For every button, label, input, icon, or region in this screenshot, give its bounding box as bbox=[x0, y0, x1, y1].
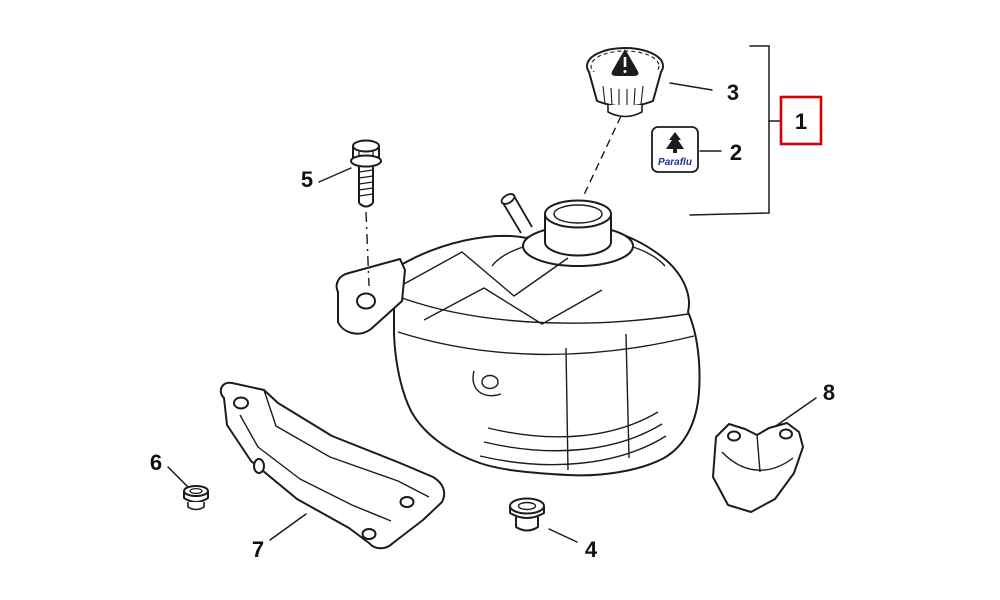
grommet-body bbox=[515, 517, 539, 532]
plug-part bbox=[183, 485, 209, 511]
callout-2[interactable]: 2 bbox=[730, 140, 742, 165]
leader-lines bbox=[167, 45, 817, 543]
fir-tree-icon bbox=[666, 132, 684, 153]
callout-6[interactable]: 6 bbox=[150, 450, 162, 475]
decal-text: Paraflu bbox=[658, 157, 692, 168]
bolt-flange bbox=[350, 154, 382, 168]
callout-1-assembly[interactable]: 1 bbox=[779, 95, 823, 146]
bracket-hole bbox=[727, 430, 741, 442]
vent-pipe-tip bbox=[500, 193, 516, 205]
cap-skirt bbox=[588, 71, 662, 108]
leader-line-5 bbox=[318, 167, 352, 183]
grommet-hole bbox=[517, 501, 537, 511]
leader-line-7 bbox=[269, 513, 307, 541]
callouts: 1 2 3 4 5 6 7 8 bbox=[150, 80, 835, 562]
callout-1[interactable]: 1 bbox=[795, 109, 807, 134]
cap-collar bbox=[607, 105, 643, 118]
callout-3[interactable]: 3 bbox=[727, 80, 739, 105]
leader-line-6 bbox=[167, 466, 190, 489]
bracket-hole bbox=[361, 528, 377, 540]
bracket-fold-line-2 bbox=[239, 414, 392, 522]
bracket-fold-line bbox=[263, 389, 430, 498]
leader-line-4 bbox=[548, 528, 578, 543]
highlight-box[interactable] bbox=[779, 95, 823, 146]
callout-8[interactable]: 8 bbox=[823, 380, 835, 405]
bracket-fold-line bbox=[756, 434, 761, 473]
bracket-hole bbox=[233, 396, 249, 410]
bolt-head-top bbox=[352, 139, 380, 153]
assembly-bracket-line bbox=[689, 45, 770, 216]
grommet-part bbox=[509, 497, 545, 532]
vent-pipe bbox=[502, 195, 533, 234]
lower-bracket-part bbox=[219, 381, 446, 550]
leader-line-3 bbox=[669, 82, 713, 91]
warning-triangle-icon bbox=[611, 49, 639, 76]
bracket-hole bbox=[399, 496, 415, 508]
bracket-hole bbox=[253, 458, 265, 474]
tank-surface-detail bbox=[397, 246, 695, 471]
bolt-part bbox=[350, 139, 382, 208]
mounting-ear-hole bbox=[356, 292, 376, 310]
bracket-hole bbox=[779, 428, 793, 440]
paraflu-decal-part: Paraflu bbox=[651, 126, 699, 173]
plug-tip bbox=[187, 502, 205, 511]
bolt-shank bbox=[358, 166, 374, 203]
plug-hole bbox=[189, 487, 203, 495]
side-bracket-part bbox=[712, 422, 804, 513]
side-bracket-outline bbox=[712, 422, 804, 513]
callout-4[interactable]: 4 bbox=[585, 537, 598, 562]
callout-5[interactable]: 5 bbox=[301, 167, 313, 192]
bracket-curve-line bbox=[721, 451, 794, 471]
cap-ribs bbox=[602, 85, 644, 107]
bolt-tip bbox=[358, 202, 374, 208]
filler-cap-part bbox=[586, 47, 664, 118]
filler-neck-inner bbox=[553, 204, 603, 224]
bolt-threads bbox=[358, 169, 374, 197]
cap-alignment-dashed-line bbox=[582, 115, 622, 198]
lower-bracket-outline bbox=[219, 381, 446, 550]
expansion-tank-part bbox=[335, 193, 701, 477]
bolt-alignment-dashed-line bbox=[365, 211, 370, 287]
callout-7[interactable]: 7 bbox=[252, 537, 264, 562]
